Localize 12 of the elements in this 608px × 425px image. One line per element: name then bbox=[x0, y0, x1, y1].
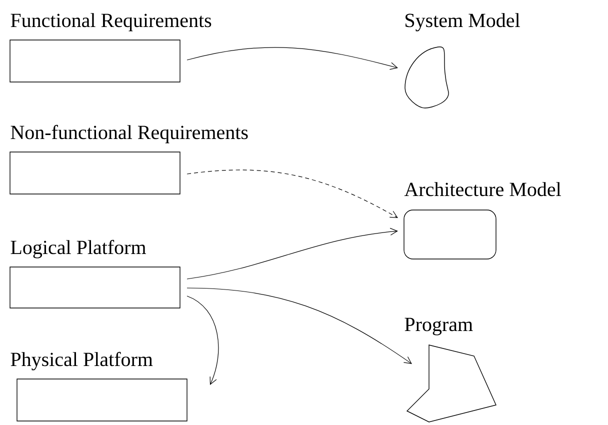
node-label: System Model bbox=[406, 13, 520, 32]
arrow bbox=[186, 170, 398, 218]
node-label: Architecture Model bbox=[404, 182, 561, 196]
node-label: Program bbox=[404, 318, 473, 336]
node-label: Physical Platform bbox=[10, 352, 153, 370]
arrow bbox=[186, 296, 219, 385]
node-label: Non-functional Requirements bbox=[10, 124, 248, 144]
arrow bbox=[186, 288, 412, 364]
node-label: Functional Requirements bbox=[10, 13, 212, 32]
arrow bbox=[186, 228, 398, 280]
node-label: Logical Platform bbox=[10, 240, 146, 258]
arrow bbox=[186, 47, 398, 70]
